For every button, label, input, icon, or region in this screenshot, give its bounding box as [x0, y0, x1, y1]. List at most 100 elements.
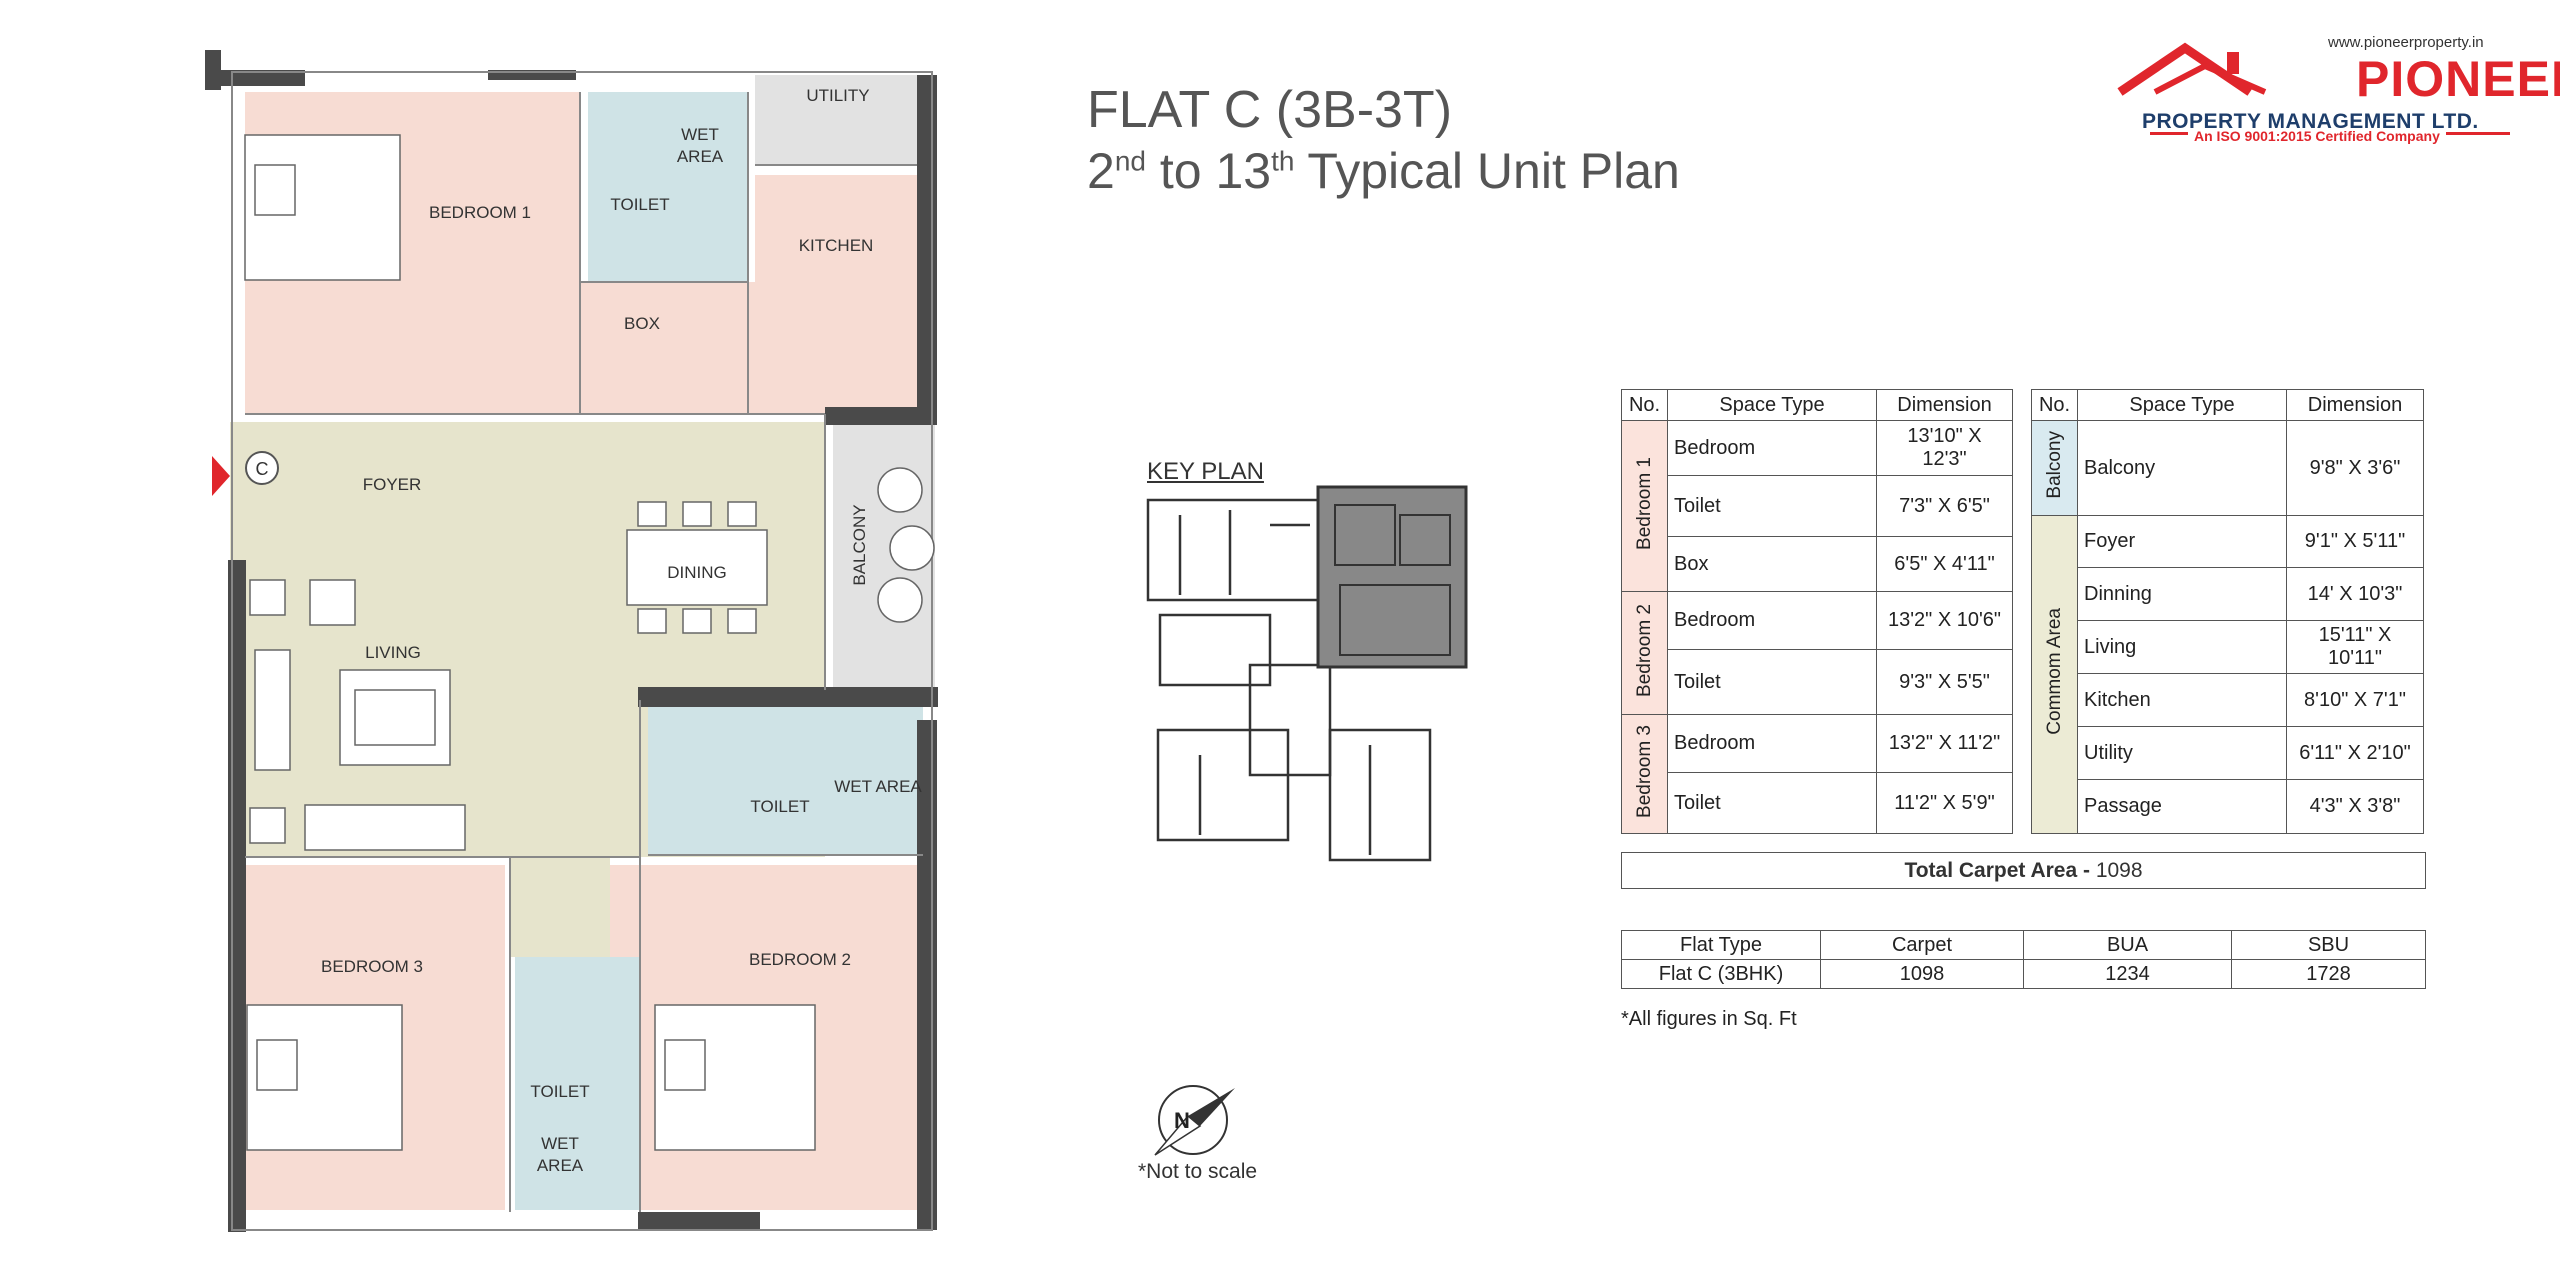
table-row: Passage 4'3" X 3'8"	[2032, 779, 2424, 834]
table-cell: 9'3" X 5'5"	[1876, 649, 2013, 715]
area-summary-table: Flat Type Carpet BUA SBU Flat C (3BHK) 1…	[1621, 930, 2426, 989]
room-label-wet-area3: WET	[541, 1134, 579, 1153]
table-cell: Kitchen	[2077, 673, 2287, 727]
room-label-bedroom1: BEDROOM 1	[429, 203, 531, 222]
group-label: Bedroom 3	[1633, 724, 1655, 818]
subtitle-sup-2: th	[1271, 145, 1295, 177]
dimension-table-common: No. Space Type Dimension Balcony Balcony…	[2031, 389, 2424, 834]
table-header-row: No. Space Type Dimension	[1621, 389, 2013, 421]
column-header: Space Type	[1667, 389, 1877, 421]
group-cell: Commom Area	[2031, 515, 2078, 834]
group-cell: Bedroom 3	[1621, 714, 1668, 834]
table-row: Kitchen 8'10" X 7'1"	[2032, 673, 2424, 727]
table-cell: Living	[2077, 620, 2287, 674]
room-label-bedroom2: BEDROOM 2	[749, 950, 851, 969]
entry-arrow	[212, 456, 230, 496]
room-label-wet-area1: WET	[681, 125, 719, 144]
table-cell: 4'3" X 3'8"	[2286, 779, 2424, 834]
wall-outlines	[231, 71, 933, 1231]
table-cell: 1234	[2023, 959, 2232, 989]
table-cell: 9'8" X 3'6"	[2286, 420, 2424, 516]
floor-plan: C BEDROOM 1 TOILET WET ARE	[205, 50, 938, 1232]
room-label-kitchen: KITCHEN	[799, 236, 874, 255]
balcony-furniture	[877, 467, 935, 623]
column-header: SBU	[2231, 930, 2426, 960]
room-label-dining: DINING	[667, 563, 727, 582]
table-cell: 1728	[2231, 959, 2426, 989]
table-cell: 11'2" X 5'9"	[1876, 772, 2013, 834]
key-plan-title: KEY PLAN	[1147, 458, 1264, 485]
room-label-wet-area3b: AREA	[537, 1156, 584, 1175]
column-header: Carpet	[1820, 930, 2024, 960]
column-header: Space Type	[2077, 389, 2287, 421]
bed-bedroom3	[246, 1004, 403, 1151]
table-row: Bedroom 1 Bedroom 13'10" X 12'3"	[1621, 420, 2013, 592]
house-roof-icon	[2117, 42, 2267, 96]
column-header: BUA	[2023, 930, 2232, 960]
room-label-wet-area1b: AREA	[677, 147, 724, 166]
table-row: Bedroom 2 Bedroom 13'2" X 10'6"	[1621, 591, 2013, 715]
room-label-toilet1: TOILET	[610, 195, 669, 214]
table-row: Balcony Balcony 9'8" X 3'6"	[2031, 420, 2424, 516]
logo-url: www.pioneerproperty.in	[2328, 34, 2484, 51]
table-row: Toilet 9'3" X 5'5"	[1622, 649, 2013, 715]
column-header: Dimension	[2286, 389, 2424, 421]
table-cell: 15'11" X 10'11"	[2286, 620, 2424, 674]
group-cell: Bedroom 1	[1621, 420, 1668, 592]
room-label-utility: UTILITY	[806, 86, 869, 105]
table-cell: Bedroom	[1667, 420, 1877, 476]
table-row: Toilet 7'3" X 6'5"	[1622, 475, 2013, 537]
group-label: Commom Area	[2043, 608, 2065, 735]
table-cell: Flat C (3BHK)	[1621, 959, 1821, 989]
living-furniture	[249, 579, 466, 851]
table-cell: 8'10" X 7'1"	[2286, 673, 2424, 727]
table-cell: Utility	[2077, 726, 2287, 780]
table-cell: Balcony	[2077, 420, 2287, 516]
table-row: Commom Area Foyer 9'1" X 5'11"	[2031, 515, 2424, 834]
room-label-foyer: FOYER	[363, 475, 422, 494]
bed-bedroom1	[244, 134, 401, 281]
table-cell: Toilet	[1667, 649, 1877, 715]
page-title: FLAT C (3B-3T)	[1087, 81, 1453, 139]
table-row: Box 6'5" X 4'11"	[1622, 536, 2013, 592]
table-cell: Foyer	[2077, 515, 2287, 568]
north-label: N	[1174, 1108, 1190, 1133]
table-row: Flat C (3BHK) 1098 1234 1728	[1621, 959, 2426, 989]
group-cell: Bedroom 2	[1621, 591, 1668, 715]
table-row: Dinning 14' X 10'3"	[2032, 567, 2424, 621]
bed-bedroom2	[654, 1004, 816, 1151]
room-label-wet-area2: WET AREA	[834, 777, 922, 796]
group-cell: Balcony	[2031, 420, 2078, 516]
table-cell: Bedroom	[1667, 714, 1877, 773]
group-label: Bedroom 1	[1633, 456, 1655, 550]
dining-table	[626, 501, 768, 634]
total-label: Total Carpet Area -	[1904, 859, 2096, 882]
logo-certification: An ISO 9001:2015 Certified Company	[2188, 128, 2446, 144]
total-value: 1098	[2095, 859, 2143, 882]
entry-marker-label: C	[256, 459, 269, 479]
table-cell: Dinning	[2077, 567, 2287, 621]
room-label-box: BOX	[624, 314, 660, 333]
key-plan-drawing	[1146, 485, 1468, 862]
subtitle-plan-label: Typical Unit Plan	[1294, 143, 1680, 199]
scale-note: *Not to scale	[1138, 1160, 1258, 1183]
column-header: No.	[2031, 389, 2078, 421]
group-label: Balcony	[2043, 431, 2065, 499]
key-plan-highlight-unit	[1316, 485, 1468, 669]
table-cell: 13'2" X 10'6"	[1876, 591, 2013, 650]
column-header: No.	[1621, 389, 1668, 421]
group-label: Bedroom 2	[1633, 603, 1655, 697]
table-cell: 7'3" X 6'5"	[1876, 475, 2013, 537]
table-cell: Toilet	[1667, 772, 1877, 834]
table-header-row: Flat Type Carpet BUA SBU	[1621, 930, 2426, 960]
table-row: Bedroom 3 Bedroom 13'2" X 11'2"	[1621, 714, 2013, 834]
room-label-toilet3: TOILET	[530, 1082, 589, 1101]
subtitle-floor-from: 2	[1087, 143, 1115, 199]
table-cell: 6'5" X 4'11"	[1876, 536, 2013, 592]
subtitle-sup-1: nd	[1114, 145, 1146, 177]
table-row: Toilet 11'2" X 5'9"	[1622, 772, 2013, 834]
logo-subtitle: PROPERTY MANAGEMENT LTD.	[2142, 110, 2479, 133]
table-cell: Box	[1667, 536, 1877, 592]
entry-marker	[245, 451, 279, 485]
logo-name: PIONEER	[2356, 51, 2560, 107]
